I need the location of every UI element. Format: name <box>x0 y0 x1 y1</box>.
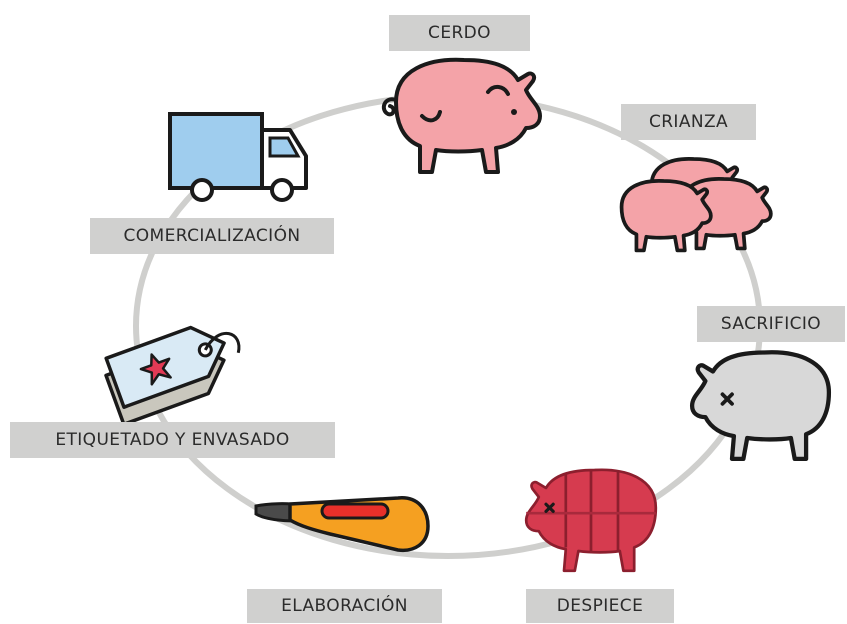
step-label-despiece: DESPIECE <box>526 589 674 623</box>
knife-icon <box>254 496 430 553</box>
pig-herd-icon <box>619 157 773 253</box>
pig-icon <box>381 57 542 174</box>
step-label-comercializacion: COMERCIALIZACIÓN <box>90 218 334 254</box>
price-tag-icon <box>104 325 241 427</box>
step-label-crianza: CRIANZA <box>621 104 756 140</box>
step-label-elaboracion: ELABORACIÓN <box>247 589 442 623</box>
delivery-truck-icon <box>168 112 308 202</box>
step-label-cerdo: CERDO <box>389 15 530 51</box>
dead-pig-icon <box>692 352 829 459</box>
step-label-sacrificio: SACRIFICIO <box>697 306 845 342</box>
pig-cuts-icon <box>524 468 658 573</box>
step-label-etiquetado: ETIQUETADO Y ENVASADO <box>10 422 335 458</box>
